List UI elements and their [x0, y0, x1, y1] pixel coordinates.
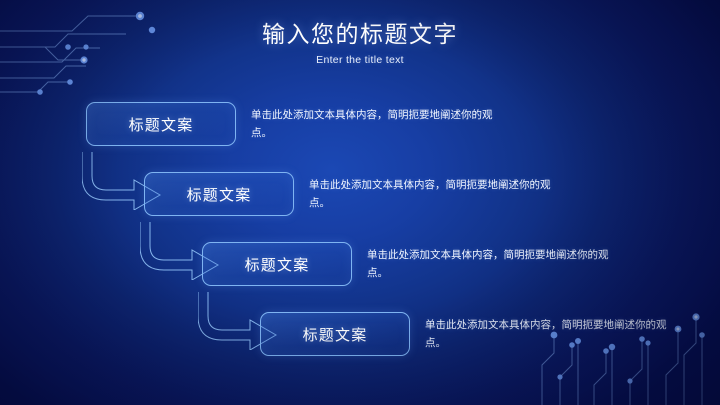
content-row-3: 标题文案 单击此处添加文本具体内容，简明扼要地阐述你的观点。 [202, 242, 617, 286]
title-pill-label-2: 标题文案 [186, 186, 252, 204]
row-body-text-2: 单击此处添加文本具体内容，简明扼要地阐述你的观点。 [309, 178, 551, 209]
row-body-text-1: 单击此处添加文本具体内容，简明扼要地阐述你的观点。 [251, 108, 493, 139]
slide-header: 输入您的标题文字 Enter the title text [0, 21, 720, 67]
title-pill-label-1: 标题文案 [128, 116, 194, 134]
content-row-4: 标题文案 单击此处添加文本具体内容，简明扼要地阐述你的观点。 [260, 312, 675, 356]
title-pill-1[interactable]: 标题文案 [86, 102, 236, 146]
content-row-1: 标题文案 单击此处添加文本具体内容，简明扼要地阐述你的观点。 [86, 102, 501, 146]
title-pill-3[interactable]: 标题文案 [202, 242, 352, 286]
row-body-text-3: 单击此处添加文本具体内容，简明扼要地阐述你的观点。 [367, 248, 609, 279]
title-pill-4[interactable]: 标题文案 [260, 312, 410, 356]
page-title: 输入您的标题文字 [262, 21, 458, 47]
page-subtitle: Enter the title text [316, 54, 404, 67]
content-row-2: 标题文案 单击此处添加文本具体内容，简明扼要地阐述你的观点。 [144, 172, 559, 216]
row-body-text-4: 单击此处添加文本具体内容，简明扼要地阐述你的观点。 [425, 318, 667, 349]
title-pill-label-3: 标题文案 [244, 256, 310, 274]
title-pill-label-4: 标题文案 [302, 326, 368, 344]
title-pill-2[interactable]: 标题文案 [144, 172, 294, 216]
